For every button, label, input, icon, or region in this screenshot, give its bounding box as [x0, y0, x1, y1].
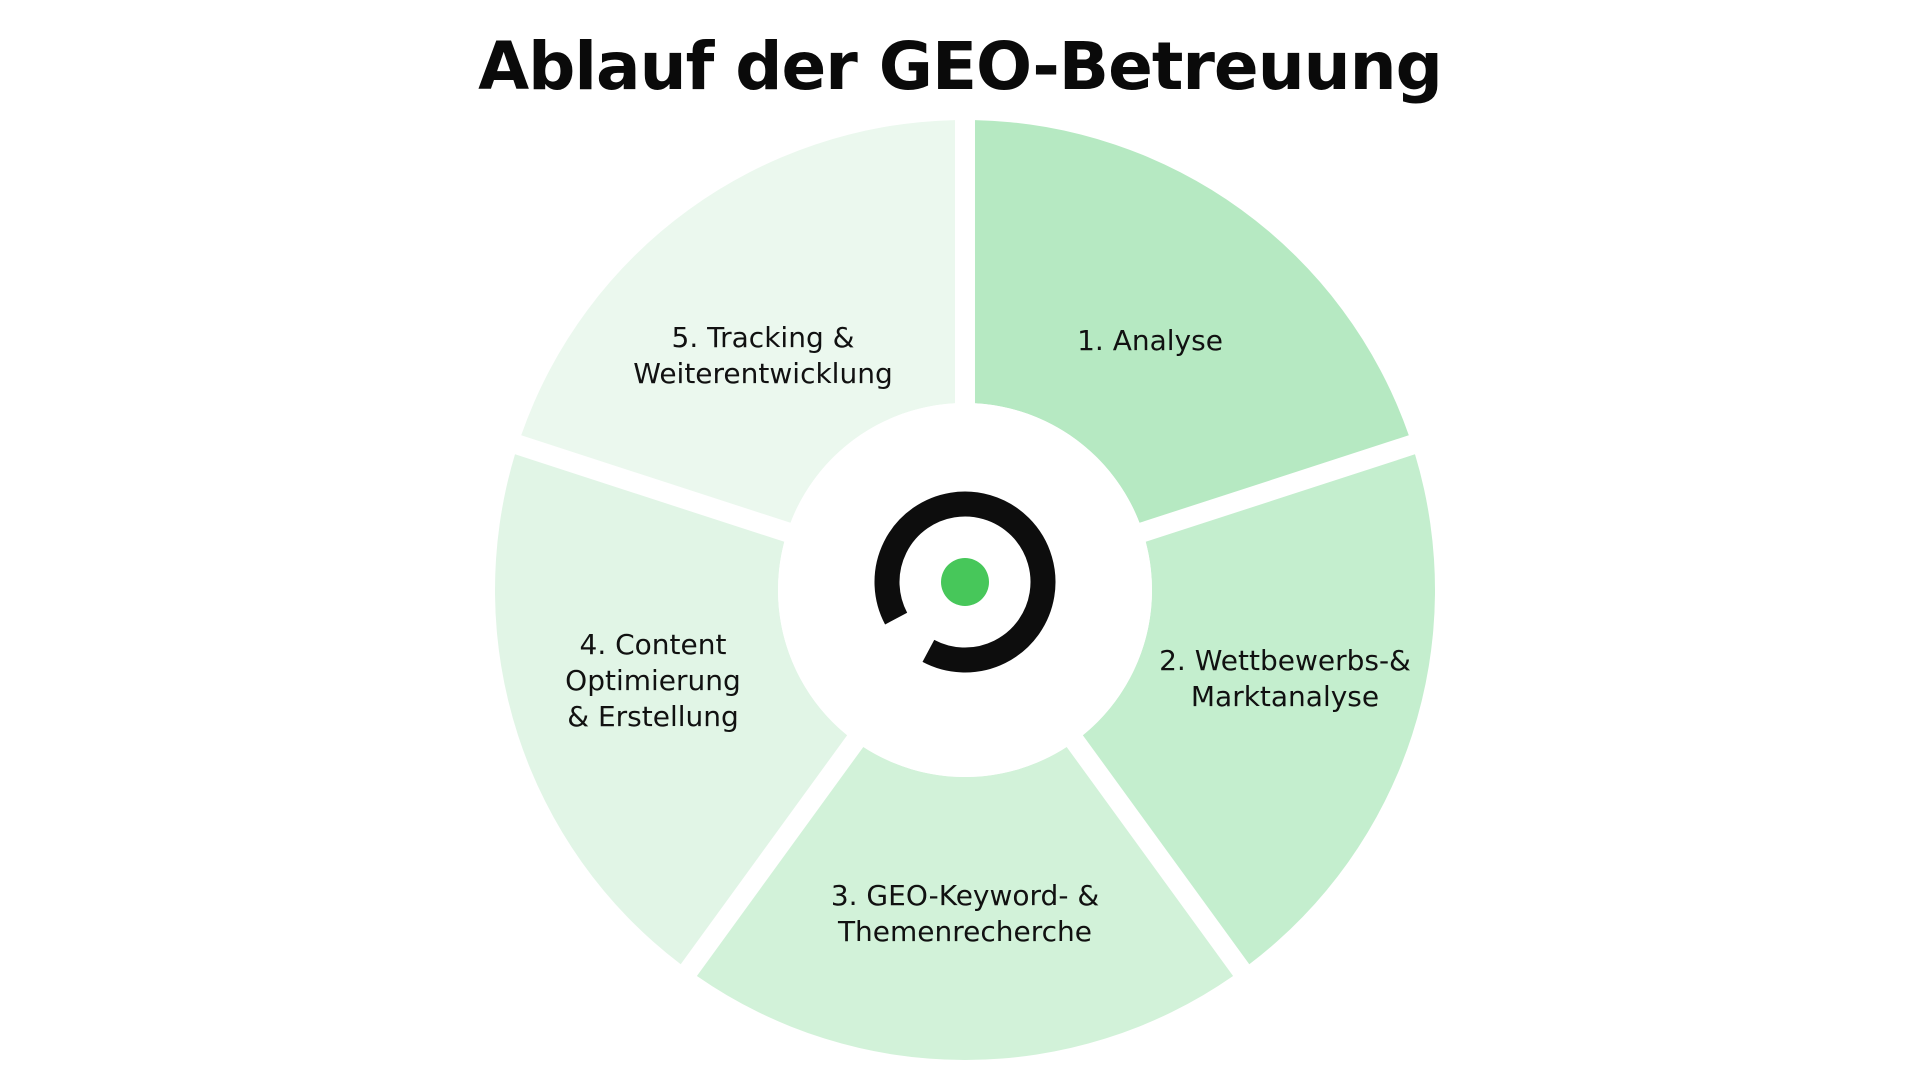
cycle-segment-3 [696, 746, 1234, 1061]
cycle-segment-5 [521, 120, 956, 523]
page-title: Ablauf der GEO-Betreuung [478, 28, 1443, 105]
cycle-segment-4 [494, 454, 848, 965]
logo-ring [874, 491, 1056, 673]
logo-dot [941, 558, 989, 606]
segment-label-3: 3. GEO-Keyword- &Themenrecherche [831, 879, 1099, 948]
cycle-segment-2 [1082, 454, 1435, 965]
segments-group [494, 120, 1435, 1061]
segment-label-line: 5. Tracking & [672, 321, 855, 354]
segment-label-5: 5. Tracking &Weiterentwicklung [633, 321, 892, 390]
segment-label-line: 2. Wettbewerbs-& [1159, 644, 1411, 677]
segment-label-line: 3. GEO-Keyword- & [831, 879, 1099, 912]
segment-label-line: Themenrecherche [837, 915, 1092, 948]
segment-label-line: Weiterentwicklung [633, 357, 892, 390]
segment-label-2: 2. Wettbewerbs-&Marktanalyse [1159, 644, 1411, 713]
segment-label-line: 1. Analyse [1077, 324, 1223, 357]
segment-label-1: 1. Analyse [1077, 324, 1223, 357]
labels-group: 1. Analyse 2. Wettbewerbs-&Marktanalyse 3.… [565, 321, 1411, 948]
target-ring-icon [874, 491, 1056, 673]
segment-label-line: & Erstellung [567, 700, 739, 733]
cycle-segment-1 [974, 120, 1409, 523]
segment-label-line: Optimierung [565, 664, 741, 697]
segment-label-line: 4. Content [580, 628, 727, 661]
segment-label-line: Marktanalyse [1191, 680, 1379, 713]
